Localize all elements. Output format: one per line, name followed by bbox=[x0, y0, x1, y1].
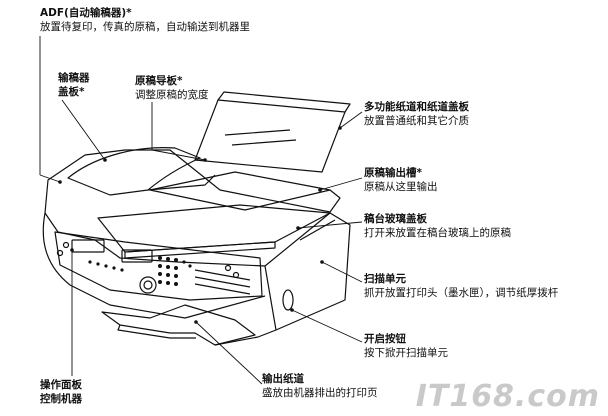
leader-dot-doc_out bbox=[318, 188, 322, 192]
chassis-top bbox=[44, 149, 341, 214]
leader-dot-feeder_cover bbox=[103, 158, 107, 162]
callout-mp-tray: 多功能纸道和纸道盖板 放置普通纸和其它介质 bbox=[364, 100, 469, 128]
leader-line-output_tray bbox=[195, 321, 263, 385]
doc-out-tray bbox=[149, 171, 331, 211]
control-panel-shape bbox=[54, 231, 263, 301]
leader-dot-doc_guide bbox=[203, 158, 207, 162]
callout-doc-guide: 原稿导板* 调整原稿的宽度 bbox=[135, 74, 209, 102]
callout-scan-unit-desc: 抓开放置打印头（墨水匣），调节纸厚拨杆 bbox=[364, 287, 559, 299]
glass-cover-shape bbox=[97, 204, 331, 253]
leader-line-adf bbox=[39, 174, 61, 183]
callout-glass-cover-title: 稿台玻璃盖板 bbox=[364, 213, 427, 225]
leader-dot-adf bbox=[58, 180, 62, 184]
open-button-shape bbox=[282, 289, 294, 311]
callout-mp-tray-title: 多功能纸道和纸道盖板 bbox=[364, 101, 469, 113]
leader-line-doc_out bbox=[319, 177, 363, 191]
callout-doc-out-title: 原稿输出槽* bbox=[364, 167, 422, 179]
leader-dot-scan_unit bbox=[320, 260, 324, 264]
output-tray-shape bbox=[101, 304, 256, 346]
callout-output-tray-title: 输出纸道 bbox=[262, 373, 304, 385]
leader-dot-panel bbox=[70, 248, 74, 252]
callout-output-tray-desc: 盛放由机器排出的打印页 bbox=[262, 387, 378, 399]
callout-adf-title: ADF(自动输稿器)* bbox=[40, 7, 132, 19]
callout-glass-cover: 稿台玻璃盖板 打开来放置在稿台玻璃上的原稿 bbox=[364, 212, 511, 240]
adf-housing bbox=[67, 147, 201, 196]
leader-line-mp_tray bbox=[339, 111, 363, 129]
callout-feeder-cover-title2: 盖板* bbox=[58, 86, 85, 98]
callout-open-button: 开启按钮 按下掀开扫描单元 bbox=[364, 332, 448, 360]
leader-line-glass_cover bbox=[297, 221, 363, 229]
leader-line-open_button bbox=[291, 309, 363, 343]
right-body bbox=[264, 212, 351, 331]
leader-dot-glass_cover bbox=[296, 226, 300, 230]
callout-open-button-title: 开启按钮 bbox=[364, 333, 406, 345]
callout-scan-unit-title: 扫描单元 bbox=[364, 273, 406, 285]
leader-dot-open_button bbox=[290, 308, 294, 312]
callout-mp-tray-desc: 放置普通纸和其它介质 bbox=[364, 115, 469, 127]
callout-doc-out: 原稿输出槽* 原稿从这里输出 bbox=[364, 166, 438, 194]
callout-panel: 操作面板 控制机器 bbox=[40, 378, 82, 406]
callout-output-tray: 输出纸道 盛放由机器排出的打印页 bbox=[262, 372, 378, 400]
callout-feeder-cover-title: 输稿器 bbox=[58, 72, 90, 84]
leader-dot-output_tray bbox=[194, 320, 198, 324]
callout-feeder-cover: 输稿器 盖板* bbox=[58, 71, 90, 99]
callout-doc-out-desc: 原稿从这里输出 bbox=[364, 181, 438, 193]
leader-line-feeder_cover bbox=[61, 99, 106, 161]
callout-scan-unit: 扫描单元 抓开放置打印头（墨水匣），调节纸厚拨杆 bbox=[364, 272, 558, 300]
leader-line-doc_guide bbox=[151, 149, 206, 161]
callout-open-button-desc: 按下掀开扫描单元 bbox=[364, 347, 448, 359]
callout-doc-guide-title: 原稿导板* bbox=[135, 75, 183, 87]
watermark-logo: IT168.com bbox=[415, 379, 600, 414]
callout-panel-title: 操作面板 bbox=[40, 379, 82, 391]
mp-tray-shape bbox=[194, 99, 346, 173]
callout-adf-desc: 放置待复印，传真的原稿，自动输送到机器里 bbox=[40, 21, 250, 33]
leader-dot-mp_tray bbox=[338, 126, 342, 130]
callout-glass-cover-desc: 打开来放置在稿台玻璃上的原稿 bbox=[364, 227, 511, 239]
callout-panel-title2: 控制机器 bbox=[40, 393, 82, 405]
leader-line-scan_unit bbox=[321, 261, 363, 283]
callout-adf: ADF(自动输稿器)* 放置待复印，传真的原稿，自动输送到机器里 bbox=[40, 6, 250, 34]
callout-doc-guide-desc: 调整原稿的宽度 bbox=[135, 89, 209, 101]
